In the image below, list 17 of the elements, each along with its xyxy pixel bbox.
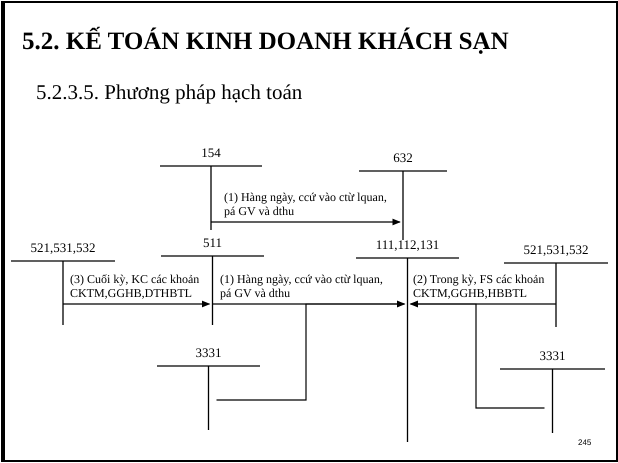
account-number: 521,531,532	[522, 242, 590, 258]
account-number: 511	[202, 235, 224, 251]
account-number: 632	[392, 150, 414, 166]
account-number: 111,112,131	[374, 237, 440, 253]
account-number: 521,531,532	[30, 240, 96, 256]
account-number: 3331	[194, 345, 222, 361]
arrow	[216, 300, 406, 401]
arrow	[63, 300, 210, 308]
edge-label: (1) Hàng ngày, ccứ vào ctừ lquan, pá GV và dthu	[224, 190, 389, 218]
arrow	[211, 218, 401, 226]
arrow	[410, 300, 544, 409]
section-heading: 5.2.3.5. Phương pháp hạch toán	[36, 80, 302, 105]
page-number: 245	[578, 438, 592, 447]
slide-title: 5.2. KẾ TOÁN KINH DOANH KHÁCH SẠN	[22, 28, 509, 56]
edge-label: (1) Hàng ngày, ccứ vào ctừ lquan, pá GV và dthu	[220, 272, 385, 300]
account-number: 3331	[538, 348, 566, 364]
account-number: 154	[200, 145, 222, 161]
